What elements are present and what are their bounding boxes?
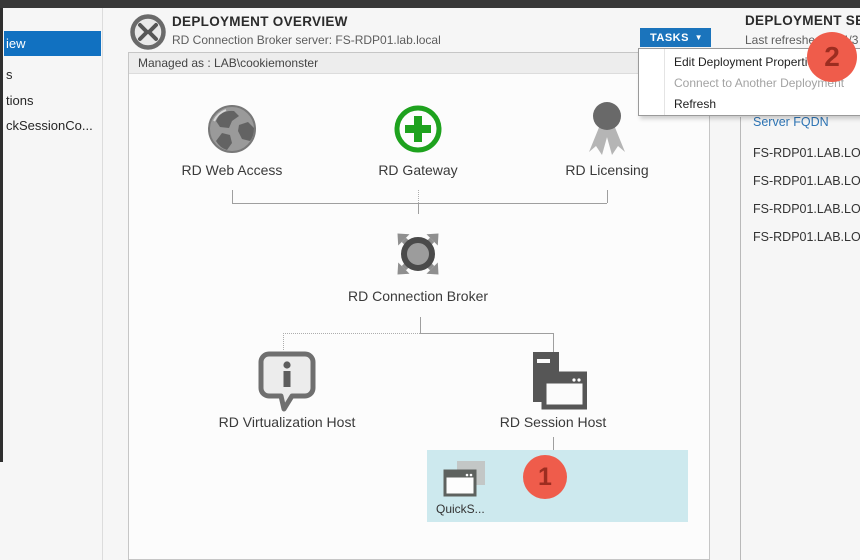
connector-virtualization-stub-dotted [283,333,284,350]
sidebar-item-overview-label: iew [6,36,26,51]
servers-table-left-border [740,117,741,560]
menu-item-connect-to-another-deployment: Connect to Another Deployment [674,76,845,90]
server-fqdn-column-header[interactable]: Server FQDN [753,115,829,129]
rd-connection-broker-label: RD Connection Broker [347,288,489,304]
server-row[interactable]: FS-RDP01.LAB.LOCAL [753,146,860,160]
connector-session-host-stub [553,333,554,353]
server-row[interactable]: FS-RDP01.LAB.LOCAL [753,230,860,244]
connector-broker-top-stub [418,203,419,214]
connector-broker-bottom-stub [420,317,421,333]
server-row[interactable]: FS-RDP01.LAB.LOCAL [753,174,860,188]
deployment-overview-title: DEPLOYMENT OVERVIEW [172,14,348,29]
menu-item-edit-deployment-properties[interactable]: Edit Deployment Properties [674,55,821,69]
menu-item-refresh[interactable]: Refresh [674,97,717,111]
quick-session-collection-icon[interactable] [443,461,489,501]
rd-web-access-icon[interactable] [206,103,258,155]
sidebar-item-overview[interactable]: iew [4,31,101,56]
tasks-button[interactable]: TASKS ▼ [640,28,711,47]
rd-gateway-label: RD Gateway [378,162,458,178]
rd-virtualization-host-label: RD Virtualization Host [218,414,356,430]
deployment-overview-subtitle: RD Connection Broker server: FS-RDP01.la… [172,33,441,47]
annotation-badge-1: 1 [523,455,567,499]
rd-connection-broker-icon[interactable] [386,222,450,286]
sidebar-item-quicksessioncollection[interactable]: ckSessionCo... [4,113,101,138]
connector-lower-horizontal-dotted [283,333,420,334]
sidebar-item-collections-label: tions [6,93,34,108]
connector-licensing-stub [607,190,608,203]
window-top-bar [0,0,860,8]
annotation-badge-2: 2 [807,32,857,82]
connector-top-horizontal [232,203,607,204]
chevron-down-icon: ▼ [694,32,703,42]
deployment-servers-title: DEPLOYMENT SERVERS [745,13,860,28]
managed-as-bar: Managed as : LAB\cookiemonster [129,53,709,74]
sidebar-item-servers[interactable]: s [4,62,101,87]
connector-gateway-stub-dotted [418,190,419,203]
sidebar-item-collections[interactable]: tions [4,88,101,113]
left-edge-strip [0,8,3,462]
rds-deployment-icon [129,13,167,51]
rd-virtualization-host-icon[interactable] [256,350,318,412]
sidebar-divider [102,8,103,560]
server-row[interactable]: FS-RDP01.LAB.LOCAL [753,202,860,216]
rd-web-access-label: RD Web Access [181,162,283,178]
rd-session-host-label: RD Session Host [499,414,607,430]
rd-licensing-icon[interactable] [583,99,631,161]
sidebar-item-quicksessioncollection-label: ckSessionCo... [6,118,93,133]
rd-session-host-icon[interactable] [519,352,587,410]
connector-lower-horizontal [420,333,553,334]
tasks-button-label: TASKS [650,31,689,44]
quick-session-collection-label: QuickS... [436,502,485,516]
connector-web-access-stub [232,190,233,203]
connector-collection-tick [553,437,554,450]
rd-gateway-add-icon[interactable] [393,104,443,154]
menu-gutter-divider [664,49,665,115]
rd-licensing-label: RD Licensing [565,162,649,178]
sidebar-item-servers-label: s [6,67,13,82]
